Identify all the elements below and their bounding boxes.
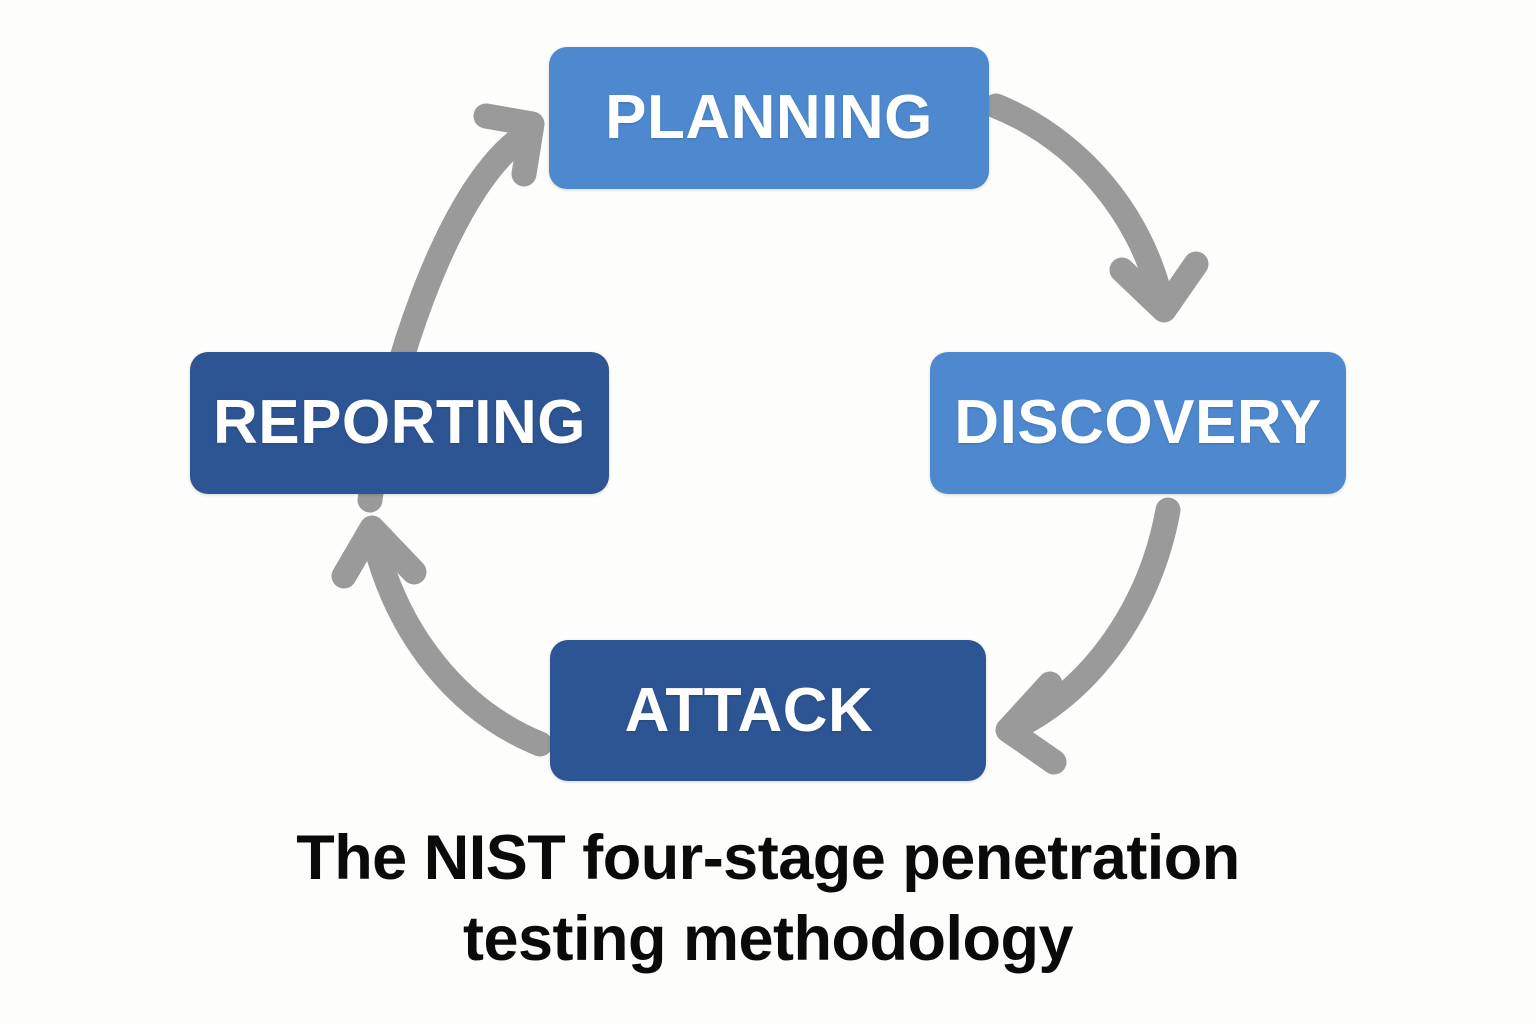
stage-box-discovery[interactable]: DISCOVERY bbox=[930, 352, 1346, 494]
stage-label-discovery: DISCOVERY bbox=[954, 388, 1322, 457]
stage-box-planning[interactable]: PLANNING bbox=[549, 47, 989, 189]
arrow-discovery-to-attack bbox=[995, 497, 1181, 775]
arrow-planning-to-discovery bbox=[983, 93, 1209, 323]
diagram-caption: The NIST four-stage penetration testing … bbox=[0, 818, 1536, 979]
stage-label-attack: ATTACK bbox=[624, 675, 874, 745]
stage-box-attack[interactable]: ATTACK bbox=[550, 640, 986, 781]
caption-line-2: testing methodology bbox=[463, 903, 1073, 974]
arrow-attack-to-reporting bbox=[331, 515, 553, 757]
stage-box-reporting[interactable]: REPORTING bbox=[190, 352, 609, 494]
stage-label-planning: PLANNING bbox=[605, 83, 933, 152]
stage-label-reporting: REPORTING bbox=[212, 388, 587, 457]
caption-line-1: The NIST four-stage penetration bbox=[296, 823, 1240, 893]
